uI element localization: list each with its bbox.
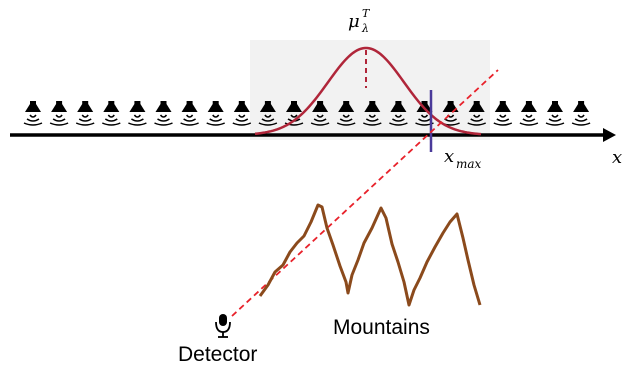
speaker-icon [545, 101, 565, 126]
speaker-icon [362, 101, 382, 126]
xmax-symbol: x [444, 146, 454, 167]
xmax-label: x max [444, 146, 482, 171]
microphone-icon [215, 314, 231, 338]
speaker-icon [128, 101, 147, 126]
speaker-icon [23, 101, 43, 126]
speaker-icon [310, 101, 330, 126]
xmax-subscript: max [456, 157, 482, 171]
speaker-icon [180, 101, 199, 126]
mean-symbol: μ [348, 11, 360, 32]
x-axis-arrowhead [603, 128, 616, 142]
speaker-icon [258, 101, 278, 126]
speaker-icon [336, 101, 356, 126]
mean-superscript: T [362, 7, 371, 20]
mountains-label: Mountains [333, 316, 430, 339]
speaker-icon [571, 101, 591, 126]
speaker-icon [101, 101, 121, 126]
speaker-icon [232, 101, 252, 126]
speaker-icon [493, 101, 513, 126]
speaker-icon [75, 101, 95, 126]
mountains-outline [258, 203, 482, 307]
speaker-icon [49, 101, 69, 126]
speaker-icon [519, 101, 539, 126]
gaussian-curve [254, 46, 482, 136]
speaker-icon [467, 101, 487, 126]
speaker-icon [154, 101, 173, 126]
detector-label: Detector [178, 343, 257, 366]
speaker-icon [389, 101, 408, 126]
mean-subscript: λ [361, 22, 369, 35]
x-axis-label: x [612, 147, 622, 168]
mean-label: μ T λ [348, 7, 371, 35]
detection-ray [231, 69, 499, 317]
speaker-row [23, 101, 591, 126]
speaker-icon [206, 101, 226, 126]
